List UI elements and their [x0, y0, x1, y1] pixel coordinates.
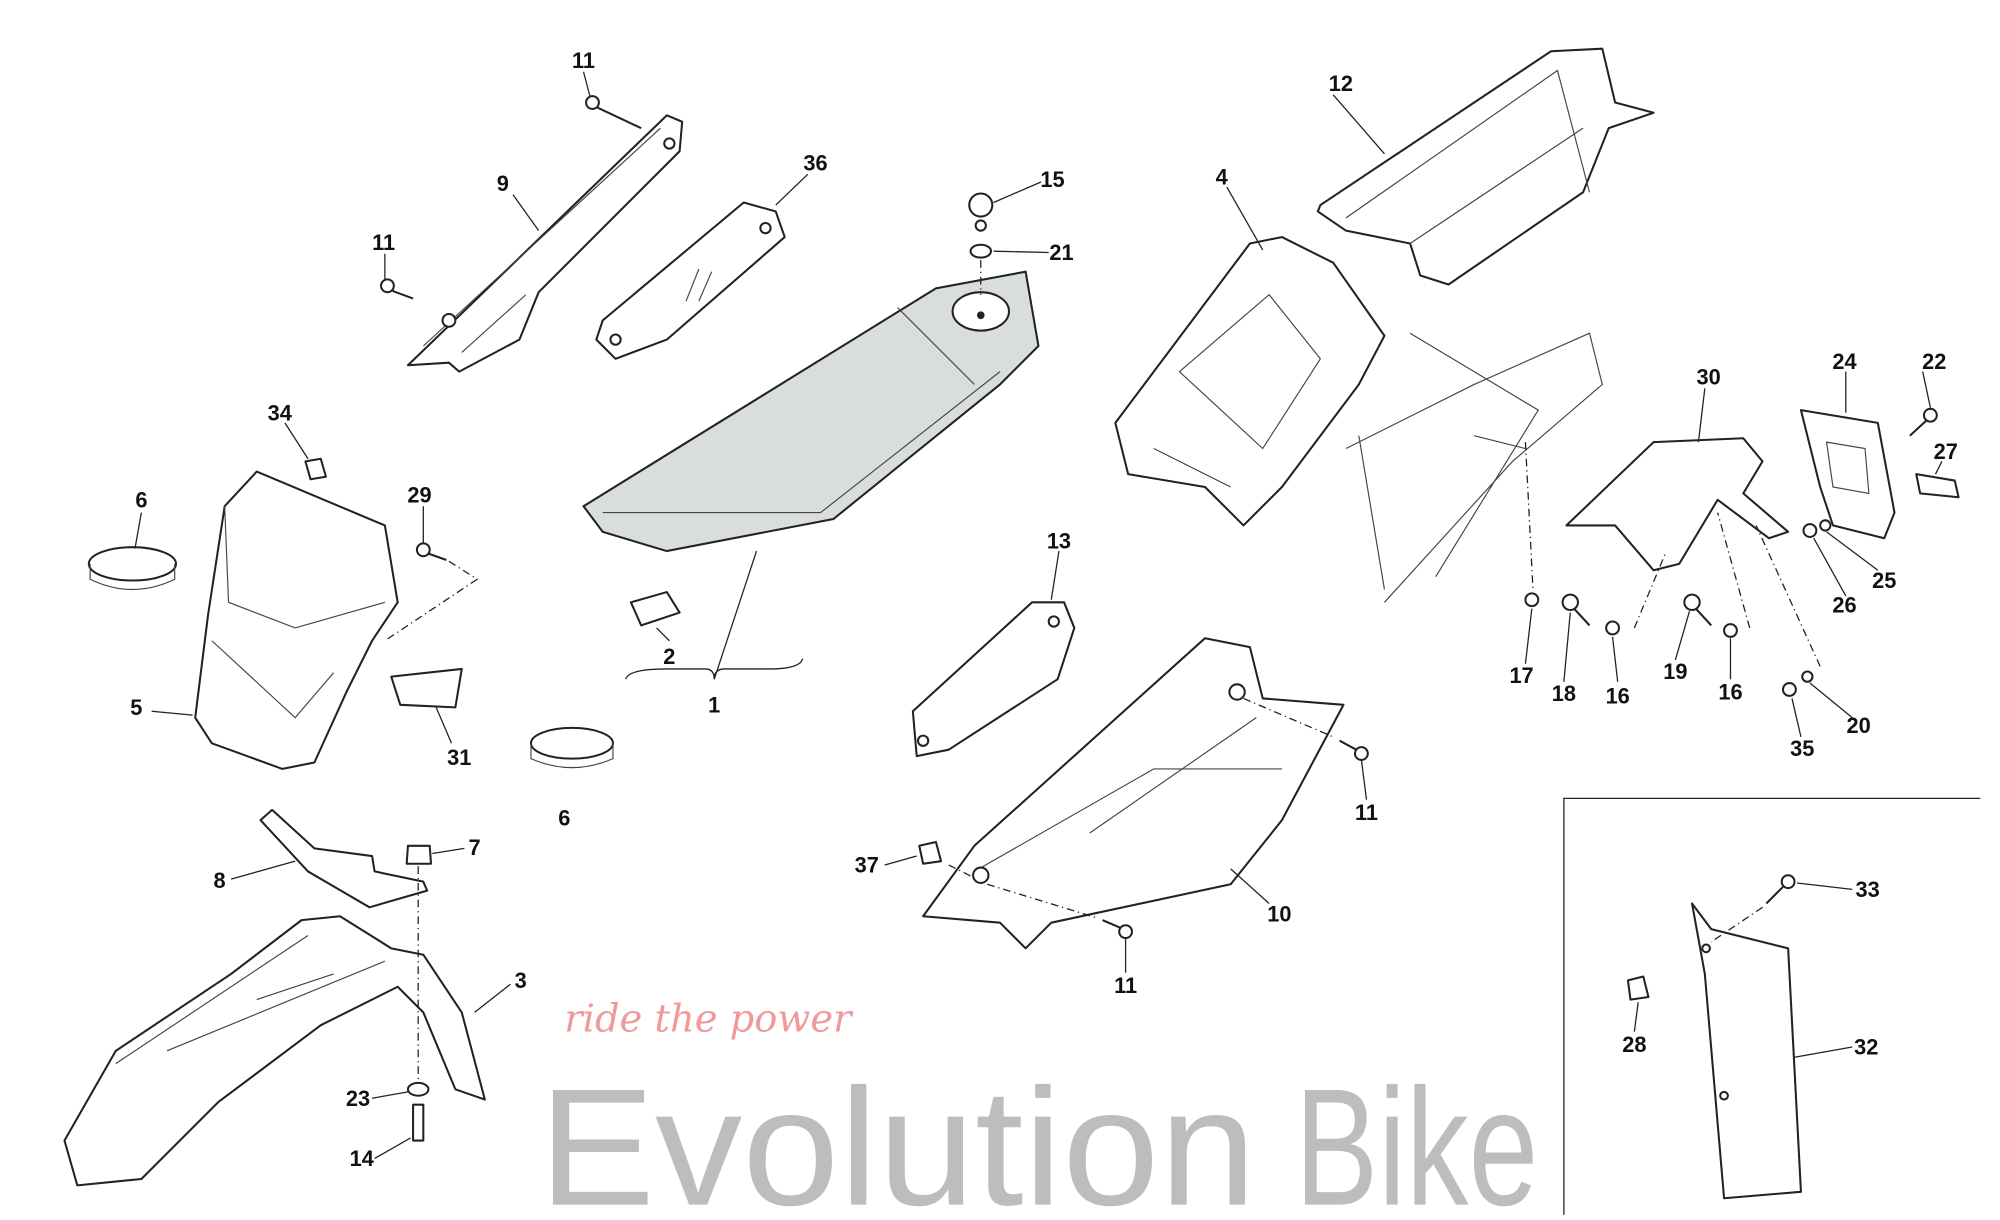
part-1-seat — [582, 270, 1040, 553]
callout-11: 11 — [372, 230, 395, 255]
callout-2: 2 — [663, 644, 675, 669]
part-24-plate-holder — [1799, 409, 1896, 540]
part-37-clip — [918, 840, 943, 865]
callout-37: 37 — [855, 853, 879, 878]
part-9-panel — [406, 114, 684, 373]
callout-21: 21 — [1049, 240, 1073, 265]
screws-side-cover — [380, 95, 1369, 940]
part-36-plate — [595, 201, 786, 360]
callout-4: 4 — [1216, 165, 1228, 190]
callout-19: 19 — [1663, 659, 1687, 684]
callout-12: 12 — [1329, 71, 1353, 96]
rear-subframe — [1345, 332, 1603, 603]
part-13-plate — [911, 601, 1076, 758]
part-6-clamp-2 — [529, 726, 615, 769]
callout-33: 33 — [1855, 877, 1879, 902]
part-7-bolt — [405, 844, 433, 865]
part-3-front-fender — [63, 866, 486, 1187]
callout-3: 3 — [515, 968, 527, 993]
callout-labels: 11 9 11 36 15 21 12 4 34 6 29 5 31 2 1 6… — [130, 48, 1958, 1171]
callout-23: 23 — [346, 1086, 370, 1111]
part-10-side-cover — [922, 637, 1345, 950]
callout-26: 26 — [1832, 593, 1856, 618]
part-4-rear-fender — [1114, 236, 1386, 527]
watermark-tagline: ride the power — [564, 997, 854, 1042]
callout-15: 15 — [1040, 167, 1064, 192]
watermark-brand-2: Bike — [1295, 1055, 1538, 1220]
callout-30: 30 — [1697, 364, 1721, 389]
part-6-clamp — [87, 546, 178, 591]
part-2-pad — [629, 591, 681, 627]
callout-6: 6 — [135, 487, 147, 512]
inset-box — [1563, 797, 1981, 1215]
part-30-holder — [1565, 437, 1790, 572]
part-8-bracket — [259, 808, 429, 909]
callout-14: 14 — [350, 1146, 374, 1171]
watermark-brand: Evolution — [539, 1055, 1257, 1220]
callout-34: 34 — [268, 400, 292, 425]
callout-20: 20 — [1847, 713, 1871, 738]
callout-17: 17 — [1509, 663, 1533, 688]
callout-24: 24 — [1832, 349, 1856, 374]
part-21-washer — [969, 243, 993, 259]
callout-10: 10 — [1267, 901, 1291, 926]
callout-27: 27 — [1934, 439, 1958, 464]
part-12-tail — [1316, 47, 1655, 286]
callout-9: 9 — [497, 171, 509, 196]
callout-5: 5 — [130, 695, 142, 720]
callout-7: 7 — [469, 835, 481, 860]
callout-11: 11 — [1114, 973, 1137, 998]
callout-11: 11 — [1355, 800, 1378, 825]
part-34-nut — [304, 457, 327, 481]
part-27-reflector — [1915, 473, 1960, 499]
callout-29: 29 — [407, 482, 431, 507]
callout-8: 8 — [214, 868, 226, 893]
part-29-screw — [415, 542, 447, 561]
callout-1: 1 — [708, 693, 720, 718]
callout-6: 6 — [558, 805, 570, 830]
callout-22: 22 — [1922, 349, 1946, 374]
callout-32: 32 — [1854, 1035, 1878, 1060]
callout-11: 11 — [572, 48, 595, 73]
callout-18: 18 — [1552, 681, 1576, 706]
watermark: ride the power Evolution Bike — [539, 997, 1539, 1220]
callout-16: 16 — [1718, 680, 1742, 705]
callout-36: 36 — [803, 150, 827, 175]
hardware-rear — [1524, 407, 1938, 697]
leader-lines — [134, 71, 1943, 1160]
part-15-cap — [968, 192, 994, 232]
callout-35: 35 — [1790, 736, 1814, 761]
part-5-headlight — [194, 470, 463, 770]
callout-25: 25 — [1872, 568, 1896, 593]
callout-16: 16 — [1606, 684, 1630, 709]
callout-13: 13 — [1047, 528, 1071, 553]
callout-31: 31 — [447, 745, 471, 770]
callout-28: 28 — [1622, 1032, 1646, 1057]
